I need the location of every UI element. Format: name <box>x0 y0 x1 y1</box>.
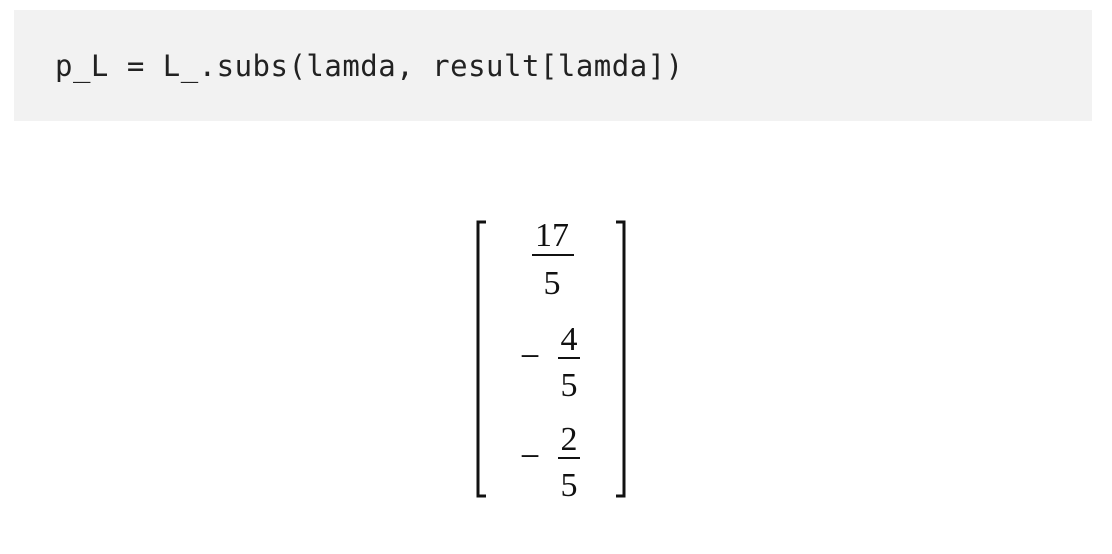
entry-3-numerator: 2 <box>561 421 578 458</box>
output-matrix: 17 5 − 4 5 − 2 5 <box>474 216 630 500</box>
entry-2-sign: − <box>520 336 540 376</box>
entry-2-numerator: 4 <box>561 321 578 358</box>
entry-1-numerator: 17 <box>535 217 569 254</box>
matrix-entry-1: 17 5 <box>532 217 574 302</box>
left-bracket <box>476 220 486 498</box>
right-bracket <box>616 220 626 498</box>
matrix-entry-3: − 2 5 <box>520 421 580 500</box>
code-cell[interactable]: p_L = L_.subs(lamda, result[lamda]) <box>14 10 1092 121</box>
entry-1-denominator: 5 <box>544 265 561 302</box>
matrix-entry-2: − 4 5 <box>520 321 580 404</box>
entry-2-denominator: 5 <box>561 367 578 404</box>
matrix-svg: 17 5 − 4 5 − 2 5 <box>476 217 626 500</box>
entry-3-sign: − <box>520 436 540 476</box>
code-line: p_L = L_.subs(lamda, result[lamda]) <box>55 49 684 83</box>
entry-3-denominator: 5 <box>561 467 578 500</box>
